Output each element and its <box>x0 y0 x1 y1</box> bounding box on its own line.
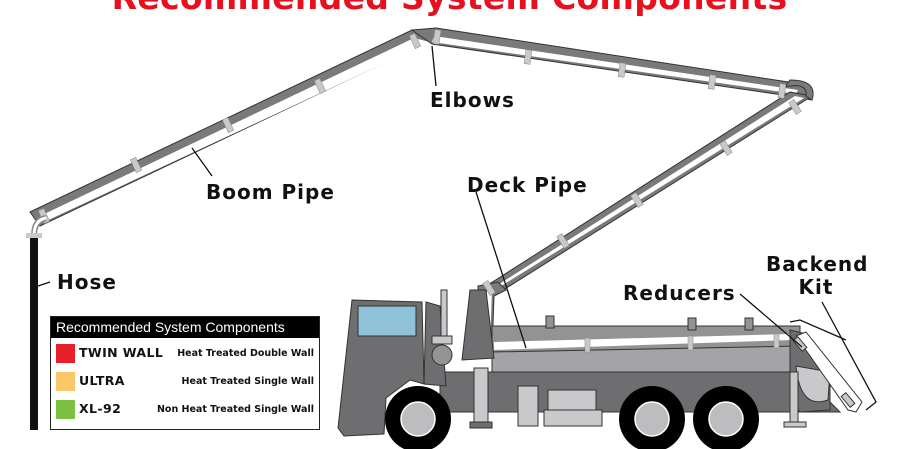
legend-item-name: TWIN WALL <box>79 345 164 360</box>
legend: Recommended System Components TWIN WALL … <box>50 316 320 430</box>
legend-item-description: Heat Treated Double Wall <box>177 348 314 359</box>
backend-kit-leader-2 <box>821 301 877 411</box>
callout-backend-kit: Backend Kit <box>766 252 869 299</box>
legend-item-description: Heat Treated Single Wall <box>181 376 314 387</box>
legend-item-name: ULTRA <box>79 373 125 388</box>
swatch-twin-wall <box>56 344 75 363</box>
leader-lines <box>37 45 877 411</box>
callout-reducers: Reducers <box>623 281 736 305</box>
callout-backend-kit-line1: Backend <box>766 252 869 276</box>
legend-title: Recommended System Components <box>51 317 319 338</box>
callout-boom-pipe: Boom Pipe <box>206 180 335 204</box>
backend-kit-leader <box>789 319 847 341</box>
callout-elbows: Elbows <box>430 88 515 112</box>
deck-clamps <box>584 333 780 353</box>
hose-leader <box>37 281 51 287</box>
hose <box>26 215 47 430</box>
wheels <box>385 386 759 449</box>
reducers-leader <box>739 293 803 348</box>
callout-hose: Hose <box>57 270 117 294</box>
legend-item-twin-wall: TWIN WALL Heat Treated Double Wall <box>51 338 319 366</box>
callout-deck-pipe: Deck Pipe <box>467 173 588 197</box>
callout-backend-kit-line2: Kit <box>798 275 834 299</box>
legend-item-ultra: ULTRA Heat Treated Single Wall <box>51 366 319 394</box>
deck-pipe-leader <box>475 191 527 349</box>
page-title: Recommended System Components <box>0 0 899 17</box>
elbows-leader <box>431 45 437 87</box>
legend-item-xl-92: XL-92 Non Heat Treated Single Wall <box>51 394 319 422</box>
boom-pipe-leader <box>191 147 213 177</box>
swatch-ultra <box>56 372 75 391</box>
legend-item-description: Non Heat Treated Single Wall <box>156 404 314 415</box>
legend-item-name: XL-92 <box>79 401 122 416</box>
boom-clamps <box>37 29 802 296</box>
swatch-xl-92 <box>56 400 75 419</box>
